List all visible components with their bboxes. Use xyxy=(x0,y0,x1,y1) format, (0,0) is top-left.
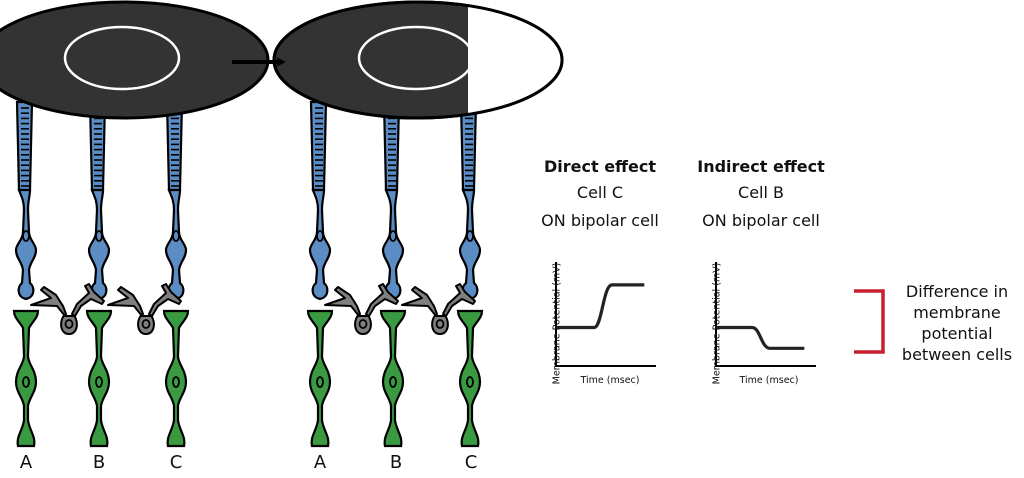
nucleus xyxy=(316,230,324,242)
difference-bracket xyxy=(854,289,885,354)
photoreceptor-cell xyxy=(308,100,332,301)
annotation-line-1: Difference in xyxy=(905,282,1009,301)
center-ring xyxy=(357,25,475,91)
horizontal-nucleus xyxy=(141,319,151,329)
horizontal-cell xyxy=(324,283,399,335)
annotation-line-2: membrane xyxy=(913,303,1001,322)
bipolar-nucleus xyxy=(95,376,103,388)
direct-effect-cell: Cell C xyxy=(576,183,624,202)
nucleus xyxy=(389,230,397,242)
indirect-effect-cell: Cell B xyxy=(738,183,784,202)
potential-trace xyxy=(556,283,645,330)
cell-label-a-before: A xyxy=(19,452,33,473)
horizontal-cell xyxy=(30,283,105,335)
graph-axes xyxy=(715,262,816,367)
indirect-ylabel: Membrane Potential (mV) xyxy=(711,262,723,385)
retina-panel-before xyxy=(0,0,270,448)
nucleus xyxy=(172,230,180,242)
bipolar-cell xyxy=(12,309,40,448)
difference-annotation: Difference in membrane potential between… xyxy=(890,281,1024,365)
inner-segment xyxy=(164,188,188,301)
inner-segment xyxy=(458,188,482,301)
nucleus xyxy=(95,230,103,242)
photoreceptor-cell xyxy=(458,100,482,301)
center-ring xyxy=(63,25,181,91)
nucleus xyxy=(22,230,30,242)
indirect-xlabel: Time (msec) xyxy=(739,375,799,386)
membrane-potential-graph xyxy=(715,262,816,367)
nucleus xyxy=(466,230,474,242)
graph-axes xyxy=(555,262,656,367)
cell-label-a-after: A xyxy=(313,452,327,473)
horizontal-cell xyxy=(107,283,182,335)
cell-label-b-before: B xyxy=(92,452,106,473)
retina-panel-after xyxy=(272,0,564,448)
direct-effect-title: Direct effect xyxy=(543,157,656,176)
indirect-effect-title: Indirect effect xyxy=(697,157,825,176)
bipolar-cell xyxy=(456,309,484,448)
direct-effect-cell-type: ON bipolar cell xyxy=(541,211,659,230)
graphs xyxy=(555,262,816,367)
photoreceptor-cell xyxy=(14,100,38,301)
bipolar-cell xyxy=(306,309,334,448)
membrane-potential-graph xyxy=(555,262,656,367)
bipolar-nucleus xyxy=(316,376,324,388)
indirect-effect-cell-type: ON bipolar cell xyxy=(702,211,820,230)
inner-segment xyxy=(381,188,405,301)
horizontal-cell xyxy=(401,283,476,335)
potential-trace xyxy=(716,325,805,350)
bipolar-cell xyxy=(85,309,113,448)
inner-segment xyxy=(87,188,111,301)
photoreceptor-cell xyxy=(87,100,111,301)
direct-xlabel: Time (msec) xyxy=(580,375,640,386)
outer-segment xyxy=(15,100,34,192)
light-stimulus-disc xyxy=(0,0,270,120)
inner-segment xyxy=(308,188,332,301)
bipolar-nucleus xyxy=(466,376,474,388)
inner-segment xyxy=(14,188,38,301)
horizontal-nucleus xyxy=(64,319,74,329)
annotation-line-3: potential xyxy=(921,324,993,343)
bipolar-cell xyxy=(379,309,407,448)
bipolar-nucleus xyxy=(389,376,397,388)
cell-label-c-before: C xyxy=(169,452,183,473)
annotation-line-4: between cells xyxy=(901,345,1013,364)
cell-label-b-after: B xyxy=(389,452,403,473)
photoreceptor-cell xyxy=(164,100,188,301)
bipolar-nucleus xyxy=(172,376,180,388)
photoreceptor-cell xyxy=(381,100,405,301)
outer-segment xyxy=(309,100,328,192)
cell-label-c-after: C xyxy=(464,452,478,473)
horizontal-nucleus xyxy=(358,319,368,329)
direct-ylabel: Membrane Potential (mV) xyxy=(551,262,563,385)
horizontal-nucleus xyxy=(435,319,445,329)
bipolar-nucleus xyxy=(22,376,30,388)
bipolar-cell xyxy=(162,309,190,448)
